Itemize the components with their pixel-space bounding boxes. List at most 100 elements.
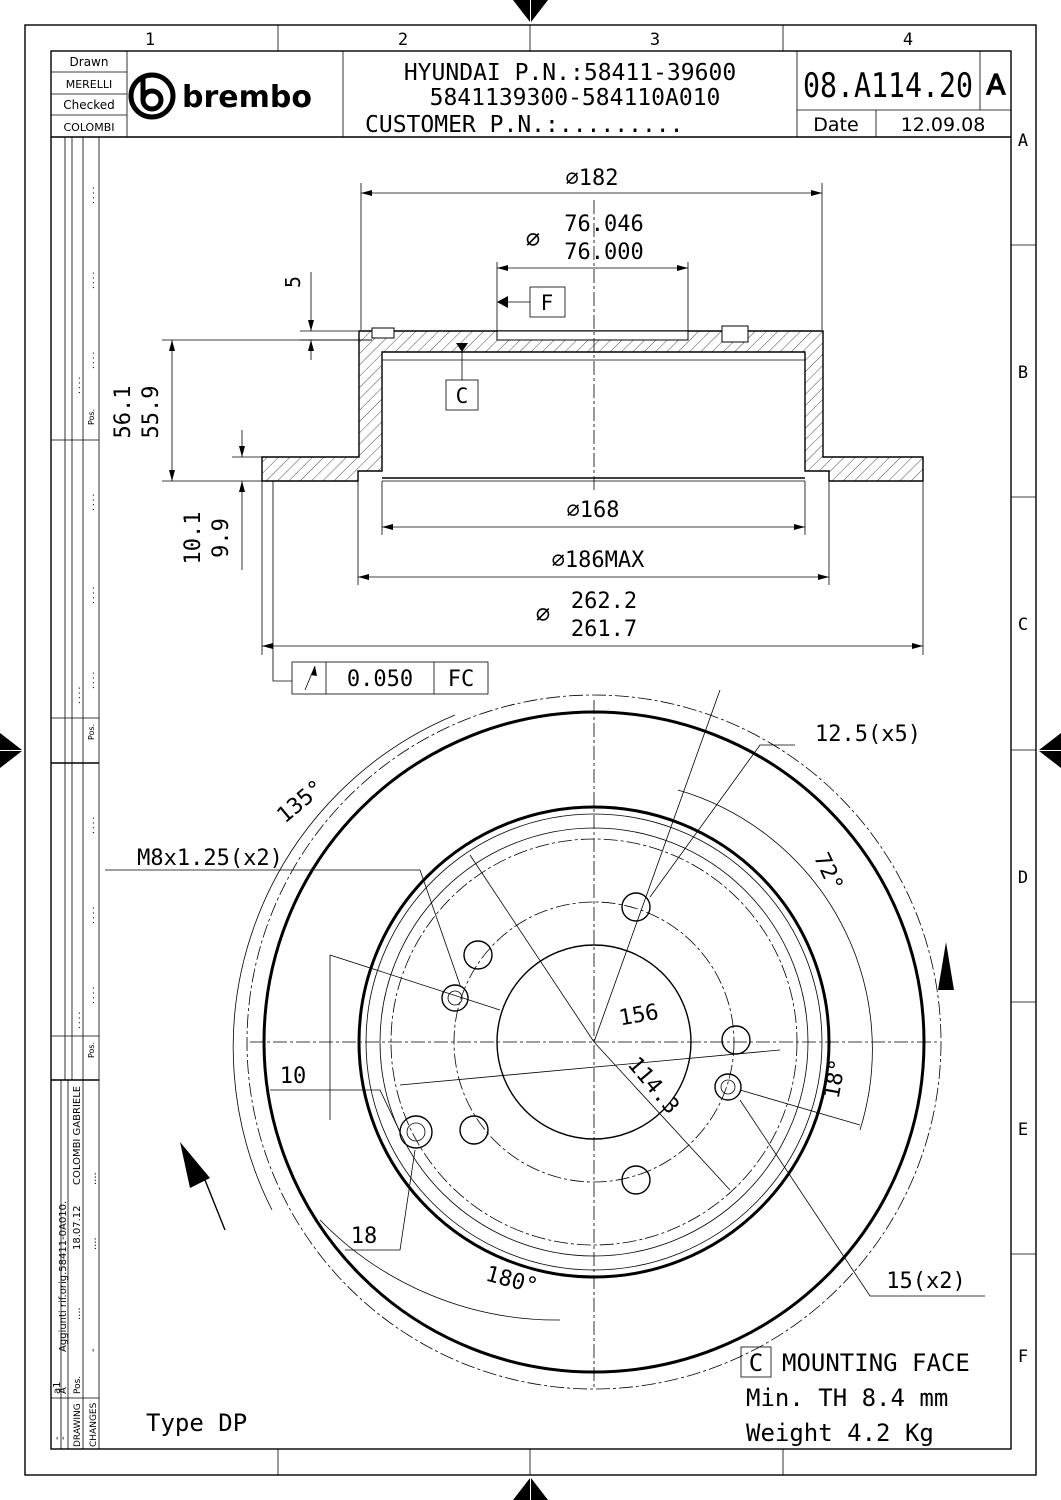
- dim-height: [162, 339, 372, 482]
- strip-dots-8: ....: [87, 906, 96, 925]
- revision-letter: A: [986, 68, 1005, 101]
- strip-dots-15: ....: [72, 1307, 83, 1320]
- thread-hole: [441, 984, 469, 1012]
- thickness-max: 10.1: [181, 512, 206, 565]
- strip-dots-13: ....: [88, 1237, 99, 1250]
- strip-dots-12: ....: [73, 1011, 82, 1030]
- strip-dots-2: ....: [87, 271, 96, 290]
- drawing-label: DRAWING: [73, 1403, 83, 1447]
- pcd-114-label: 114.3: [622, 1052, 684, 1119]
- dia-186-label: ∅186MAX: [552, 548, 645, 573]
- dim-186: [357, 481, 830, 585]
- drawing-number: 08.A114.20: [803, 66, 973, 106]
- drawn-by: MERELLI: [66, 78, 113, 91]
- datum-c-label: C: [456, 384, 469, 408]
- locating-hole: [399, 1115, 433, 1149]
- pos-label-3: Pos.: [87, 1042, 96, 1058]
- dia-262-min: 261.7: [571, 617, 637, 642]
- strip-dots-1: ....: [87, 186, 96, 205]
- strip-dash-2: -: [58, 1436, 69, 1440]
- strip-dots-3: ....: [87, 351, 96, 370]
- checked-label: Checked: [63, 98, 115, 112]
- strip-dots-6: ....: [87, 671, 96, 690]
- dim-18-label: 18: [351, 1224, 378, 1249]
- angle-18-label: 18°: [820, 1057, 852, 1100]
- dia-262-symbol: ∅: [536, 600, 550, 628]
- row-label-c: C: [1018, 615, 1028, 635]
- angle-135-label: 135°: [272, 775, 329, 828]
- change-author: COLOMBI GABRIELE: [72, 1086, 83, 1185]
- logo-text: brembo: [182, 80, 312, 115]
- revision-column: A: [58, 1387, 69, 1394]
- row-label-d: D: [1018, 868, 1028, 888]
- dim-10-label: 10: [280, 1064, 307, 1089]
- strip-dots-10: ....: [73, 376, 82, 395]
- dia-168-label: ∅168: [567, 498, 620, 523]
- dia-76-max: 76.046: [564, 212, 643, 237]
- section-view: [261, 200, 924, 490]
- column-label-2: 2: [398, 30, 408, 50]
- note-datum-letter: C: [749, 1349, 763, 1377]
- drawn-label: Drawn: [70, 55, 109, 69]
- rotation-arrow-icon-2: [204, 1179, 226, 1231]
- row-label-a: A: [1018, 131, 1028, 151]
- strip-dash-1: -: [88, 1348, 99, 1352]
- customer-part-number: CUSTOMER P.N.:.........: [365, 112, 684, 138]
- dim-76: [496, 262, 689, 332]
- column-label-4: 4: [903, 30, 913, 50]
- angle-72-label: 72°: [808, 849, 847, 896]
- height-min: 55.9: [139, 386, 164, 439]
- revision-a1: a1: [52, 1382, 63, 1395]
- brembo-logo-icon: [128, 72, 176, 120]
- column-label-1: 1: [145, 30, 155, 50]
- row-label-f: F: [1018, 1347, 1028, 1367]
- thread-label: M8x1.25(x2): [137, 846, 283, 871]
- strip-dots-14: ....: [88, 1172, 99, 1185]
- oem-part-number: HYUNDAI P.N.:58411-39600: [404, 60, 736, 86]
- dia-76-symbol: ∅: [526, 225, 540, 253]
- strip-dots-4: ....: [87, 493, 96, 512]
- strip-dots-9: ....: [87, 986, 96, 1005]
- datum-c: [445, 343, 479, 411]
- height-max: 56.1: [111, 386, 136, 439]
- type-note: Type DP: [146, 1409, 247, 1437]
- min-thickness-note: Min. TH 8.4 mm: [746, 1384, 948, 1412]
- datum-f-label: F: [541, 291, 554, 315]
- strip-dots: .... .... .... .... .... .... .... .... …: [73, 186, 96, 1030]
- checked-by: COLOMBI: [63, 121, 114, 134]
- dim-168: [381, 481, 806, 535]
- bolt-hole: [459, 1115, 489, 1145]
- weight-note: Weight 4.2 Kg: [746, 1419, 934, 1447]
- date-value: 12.09.08: [901, 114, 986, 136]
- strip-dash-3: -: [52, 1436, 63, 1440]
- row-label-b: B: [1018, 363, 1028, 383]
- bolt-hole: [463, 940, 493, 970]
- plan-view: [105, 689, 985, 1390]
- row-label-e: E: [1018, 1120, 1028, 1140]
- revision-pos-label: Pos.: [73, 1376, 83, 1394]
- strip-dots-11: ....: [73, 686, 82, 705]
- dim-5-label: 5: [281, 276, 305, 288]
- dia-262-max: 262.2: [571, 589, 637, 614]
- revision-strip: [51, 137, 100, 1449]
- changes-label: CHANGES: [89, 1402, 99, 1447]
- strip-dots-5: ....: [87, 586, 96, 605]
- holes-15-label: 15(x2): [886, 1269, 965, 1294]
- strip-dots-7: ....: [87, 816, 96, 835]
- column-label-3: 3: [650, 30, 660, 50]
- date-label: Date: [813, 114, 858, 136]
- datum-c-note-box: [740, 1346, 772, 1378]
- pos-label-2: Pos.: [87, 724, 96, 740]
- mounting-face-note: MOUNTING FACE: [782, 1349, 970, 1377]
- runout-value: 0.050: [347, 667, 413, 692]
- pcd-156-label: 156: [617, 1000, 660, 1032]
- pos-label-1: Pos.: [87, 409, 96, 425]
- datum-f: [497, 286, 566, 318]
- bolt-hole: [621, 1165, 651, 1195]
- change-date: 18.07.12: [72, 1205, 83, 1250]
- bolt-hole: [621, 892, 651, 922]
- runout-datum: FC: [448, 667, 475, 692]
- thickness-min: 9.9: [209, 518, 234, 558]
